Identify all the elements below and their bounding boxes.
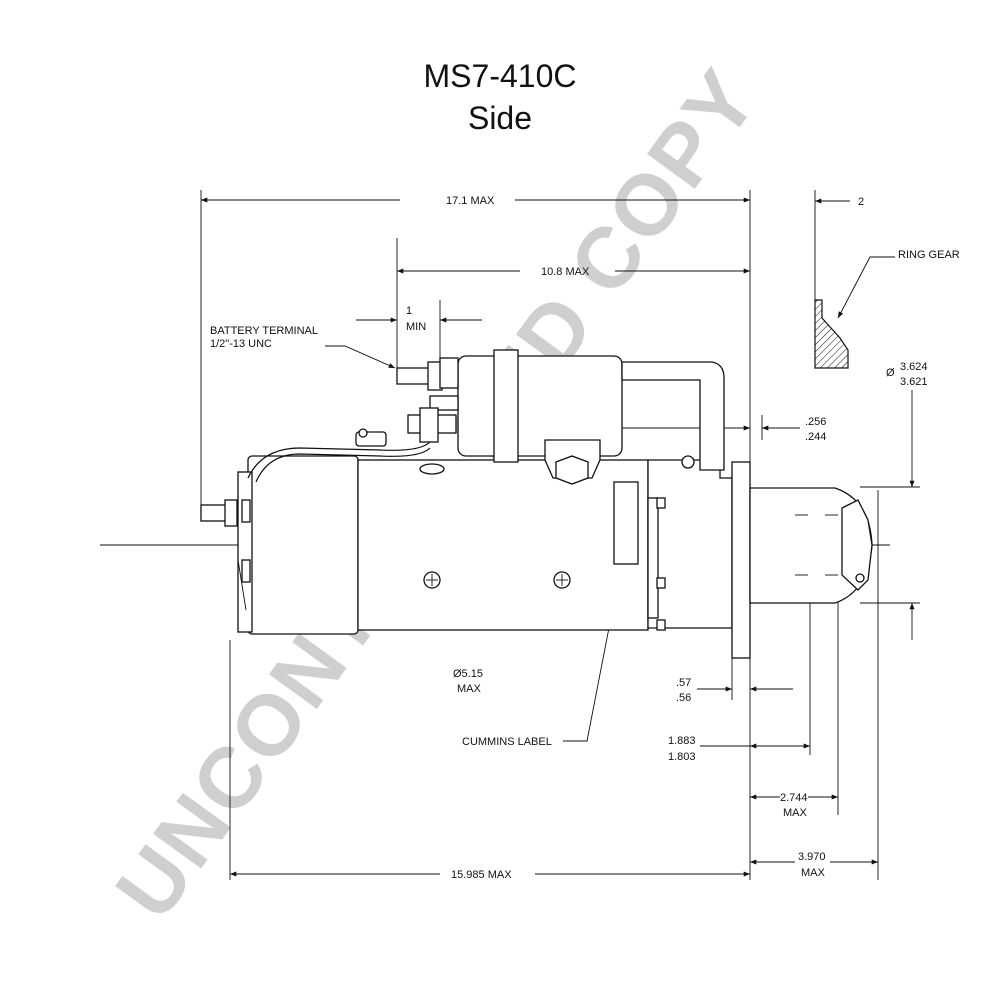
label-solenoid-length: 10.8 MAX xyxy=(541,266,590,278)
solenoid-bracket xyxy=(621,361,725,471)
motor-cable xyxy=(247,441,431,479)
label-d3970-max: MAX xyxy=(801,867,826,879)
label-d2744-max: MAX xyxy=(783,807,808,819)
starter-motor xyxy=(200,455,873,659)
main-housing xyxy=(357,459,649,631)
mounting-flange xyxy=(731,461,751,659)
label-overall-length: 17.1 MAX xyxy=(446,195,495,207)
ring-gear-section xyxy=(814,299,849,369)
end-cap xyxy=(247,455,359,635)
label-gap: 2 xyxy=(858,196,864,208)
label-d57-max: .57 xyxy=(676,677,691,689)
label-cummins: CUMMINS LABEL xyxy=(462,736,552,748)
label-min-value: 1 xyxy=(406,305,412,317)
cummins-label-plate xyxy=(613,481,639,565)
label-min-text: MIN xyxy=(406,321,426,333)
label-body-dia: Ø5.15 xyxy=(453,668,483,680)
label-d57-min: .56 xyxy=(676,692,691,704)
drawing-title-model: MS7-410C xyxy=(423,58,577,94)
extension-lines xyxy=(200,190,920,880)
battery-terminal-stud xyxy=(396,367,432,385)
label-d2744: 2.744 xyxy=(780,792,808,804)
solenoid-band xyxy=(493,349,519,463)
nose-housing xyxy=(647,459,733,629)
drawing-title-view: Side xyxy=(467,100,533,136)
label-flange-max: .256 xyxy=(805,416,826,428)
label-dia-symbol: Ø xyxy=(886,367,895,379)
label-flange-min: .244 xyxy=(805,431,826,443)
label-battery-terminal: BATTERY TERMINAL xyxy=(210,325,318,337)
label-body-length: 15.985 MAX xyxy=(451,869,512,881)
label-pilot-dia-max: 3.624 xyxy=(900,361,928,373)
label-d1883-min: 1.803 xyxy=(668,751,696,763)
label-battery-thread: 1/2"-13 UNC xyxy=(210,338,272,350)
label-d3970: 3.970 xyxy=(798,851,826,863)
label-d1883-max: 1.883 xyxy=(668,735,696,747)
pinion-gear xyxy=(841,499,873,591)
end-cap-lip xyxy=(237,471,253,633)
label-body-dia-max: MAX xyxy=(457,683,482,695)
solenoid xyxy=(247,349,725,485)
label-pilot-dia-min: 3.621 xyxy=(900,376,928,388)
label-ring-gear: RING GEAR xyxy=(898,249,960,261)
solenoid-mount-bolt xyxy=(555,455,589,485)
